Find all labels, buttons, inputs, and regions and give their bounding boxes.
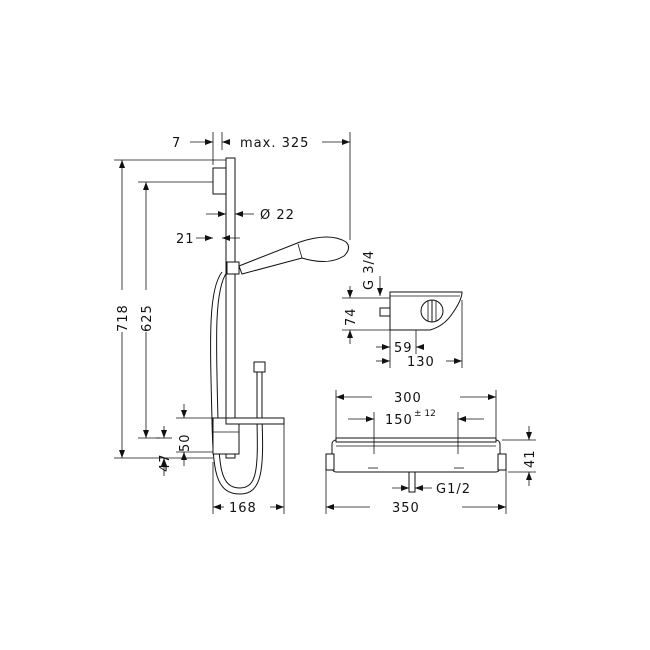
valve-front-shelf xyxy=(335,437,497,443)
dim-valve-width: 300 xyxy=(394,391,422,406)
valve-front-dimensions: 300 150 ± 12 41 G1/2 350 xyxy=(325,390,538,516)
dim-thread-top: G 3/4 xyxy=(362,250,377,290)
dim-bracket-offset: 50 xyxy=(178,433,193,452)
shower-rail-assembly xyxy=(210,157,350,495)
right-end-cap xyxy=(497,453,507,471)
dim-valve-height: 74 xyxy=(344,307,359,326)
dim-valve-depth-a: 59 xyxy=(394,341,413,356)
shower-hose xyxy=(210,271,264,495)
valve-front-view xyxy=(325,437,507,493)
valve-front-body xyxy=(331,439,501,473)
valve-side-dimensions: G 3/4 74 59 130 xyxy=(342,250,463,370)
dim-mount-tolerance: ± 12 xyxy=(414,409,436,419)
valve-inlet xyxy=(379,307,391,317)
left-dimensions: 7 max. 325 Ø 22 21 718 625 xyxy=(114,132,351,516)
outlet-connector xyxy=(408,471,416,493)
dim-total-height: 718 xyxy=(116,304,131,332)
slider-block xyxy=(226,261,240,275)
dim-thread-bottom: G1/2 xyxy=(436,482,471,497)
vertical-rail xyxy=(225,157,236,459)
left-end-cap xyxy=(325,453,335,471)
dim-mount-height: 625 xyxy=(140,304,155,332)
dim-bracket-bottom: 47 xyxy=(158,453,173,472)
dim-hose-offset: 168 xyxy=(229,501,257,516)
dim-diameter: Ø 22 xyxy=(260,208,295,223)
dim-wall-offset: 21 xyxy=(176,232,195,247)
dim-valve-body-height: 41 xyxy=(523,449,538,468)
valve-side-view xyxy=(379,291,463,331)
hand-shower xyxy=(238,236,350,275)
dim-rail-offset: 7 xyxy=(172,136,181,151)
dim-valve-depth-b: 130 xyxy=(407,355,435,370)
dim-overall-width: 350 xyxy=(392,501,420,516)
hose-connector xyxy=(253,361,266,373)
dim-mount-spacing: 150 xyxy=(385,413,413,428)
dim-max-reach: max. 325 xyxy=(240,136,309,151)
shelf xyxy=(225,417,285,425)
